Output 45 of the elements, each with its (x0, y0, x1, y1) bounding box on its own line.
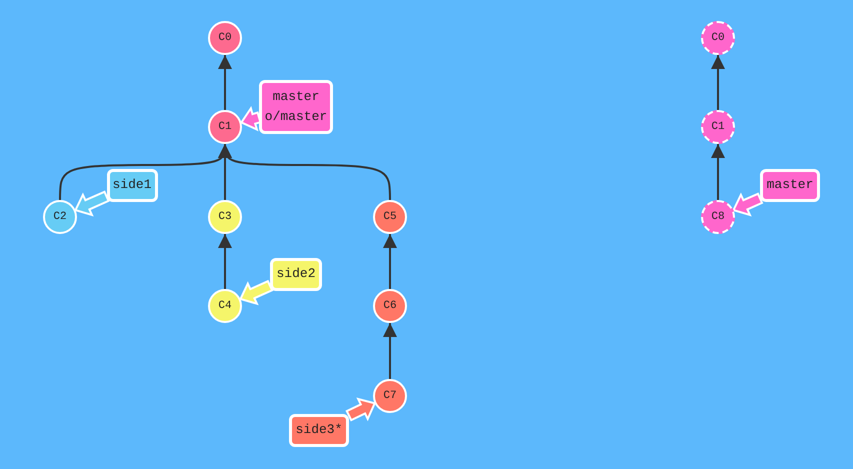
parent-arrow (711, 144, 725, 200)
branch-name: side3* (296, 421, 342, 439)
parent-arrow (383, 234, 397, 289)
branch-label (259, 80, 333, 134)
commit-circle (701, 110, 735, 144)
branch-name: side1 (112, 176, 152, 194)
commit-id: C3 (218, 211, 232, 223)
commit-id: C0 (711, 32, 725, 44)
branch-label (270, 258, 322, 290)
branch-pointer-arrow (345, 397, 376, 422)
branch-pointer-arrow (239, 280, 274, 306)
commit-circle (701, 200, 735, 234)
commit-id: C1 (218, 121, 232, 133)
commit-circle (208, 110, 242, 144)
branch-pointer-arrow (240, 106, 262, 132)
commit-id: C7 (383, 390, 397, 402)
commit-id: C0 (218, 32, 232, 44)
parent-arrow (383, 323, 397, 379)
branch-pointer-arrow (74, 190, 110, 216)
commit-id: C8 (711, 211, 725, 223)
commit-circle (701, 21, 735, 55)
commit-id: C2 (53, 211, 67, 223)
commit-circle (208, 289, 242, 323)
commit-circle (208, 200, 242, 234)
commit-circle (373, 200, 407, 234)
commit-circle (208, 21, 242, 55)
branch-pointer-arrow (732, 192, 764, 216)
commit-id: C1 (711, 121, 725, 133)
commit-id: C4 (218, 300, 232, 312)
parent-arrow (218, 144, 391, 200)
parent-arrow (711, 55, 725, 110)
parent-arrow (218, 234, 232, 289)
branch-name: master (766, 176, 814, 194)
branch-name: o/master (264, 108, 328, 126)
branch-label (289, 414, 349, 446)
commit-circle (373, 289, 407, 323)
commit-circle (373, 379, 407, 413)
parent-arrow (218, 55, 232, 110)
commit-circle (43, 200, 77, 234)
branch-label (760, 168, 820, 202)
branch-name: side2 (276, 265, 316, 283)
branch-label (106, 168, 158, 202)
commit-id: C6 (383, 300, 397, 312)
commit-id: C5 (383, 211, 397, 223)
branch-name: master (272, 88, 320, 106)
